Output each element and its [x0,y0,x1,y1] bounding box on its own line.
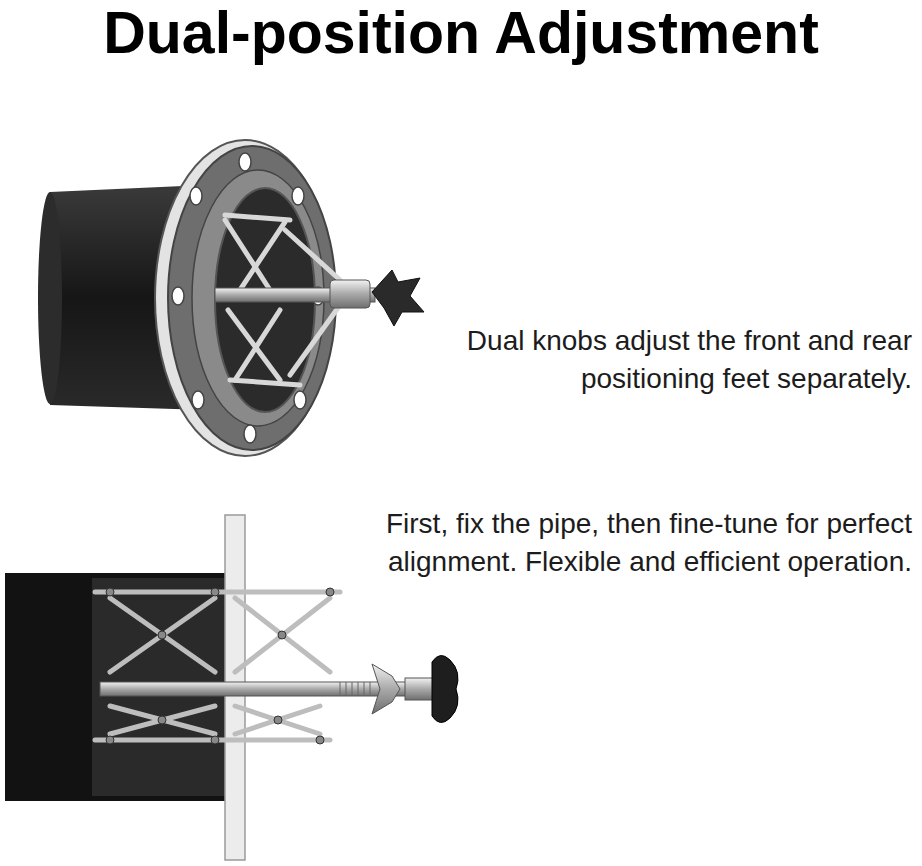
feature-text: First, fix the pipe, then fine-tune for … [332,505,912,581]
feature-text: Dual knobs adjust the front and rear pos… [372,322,912,398]
page-title: Dual-position Adjustment [103,4,819,63]
top-view-illustration [38,140,424,456]
